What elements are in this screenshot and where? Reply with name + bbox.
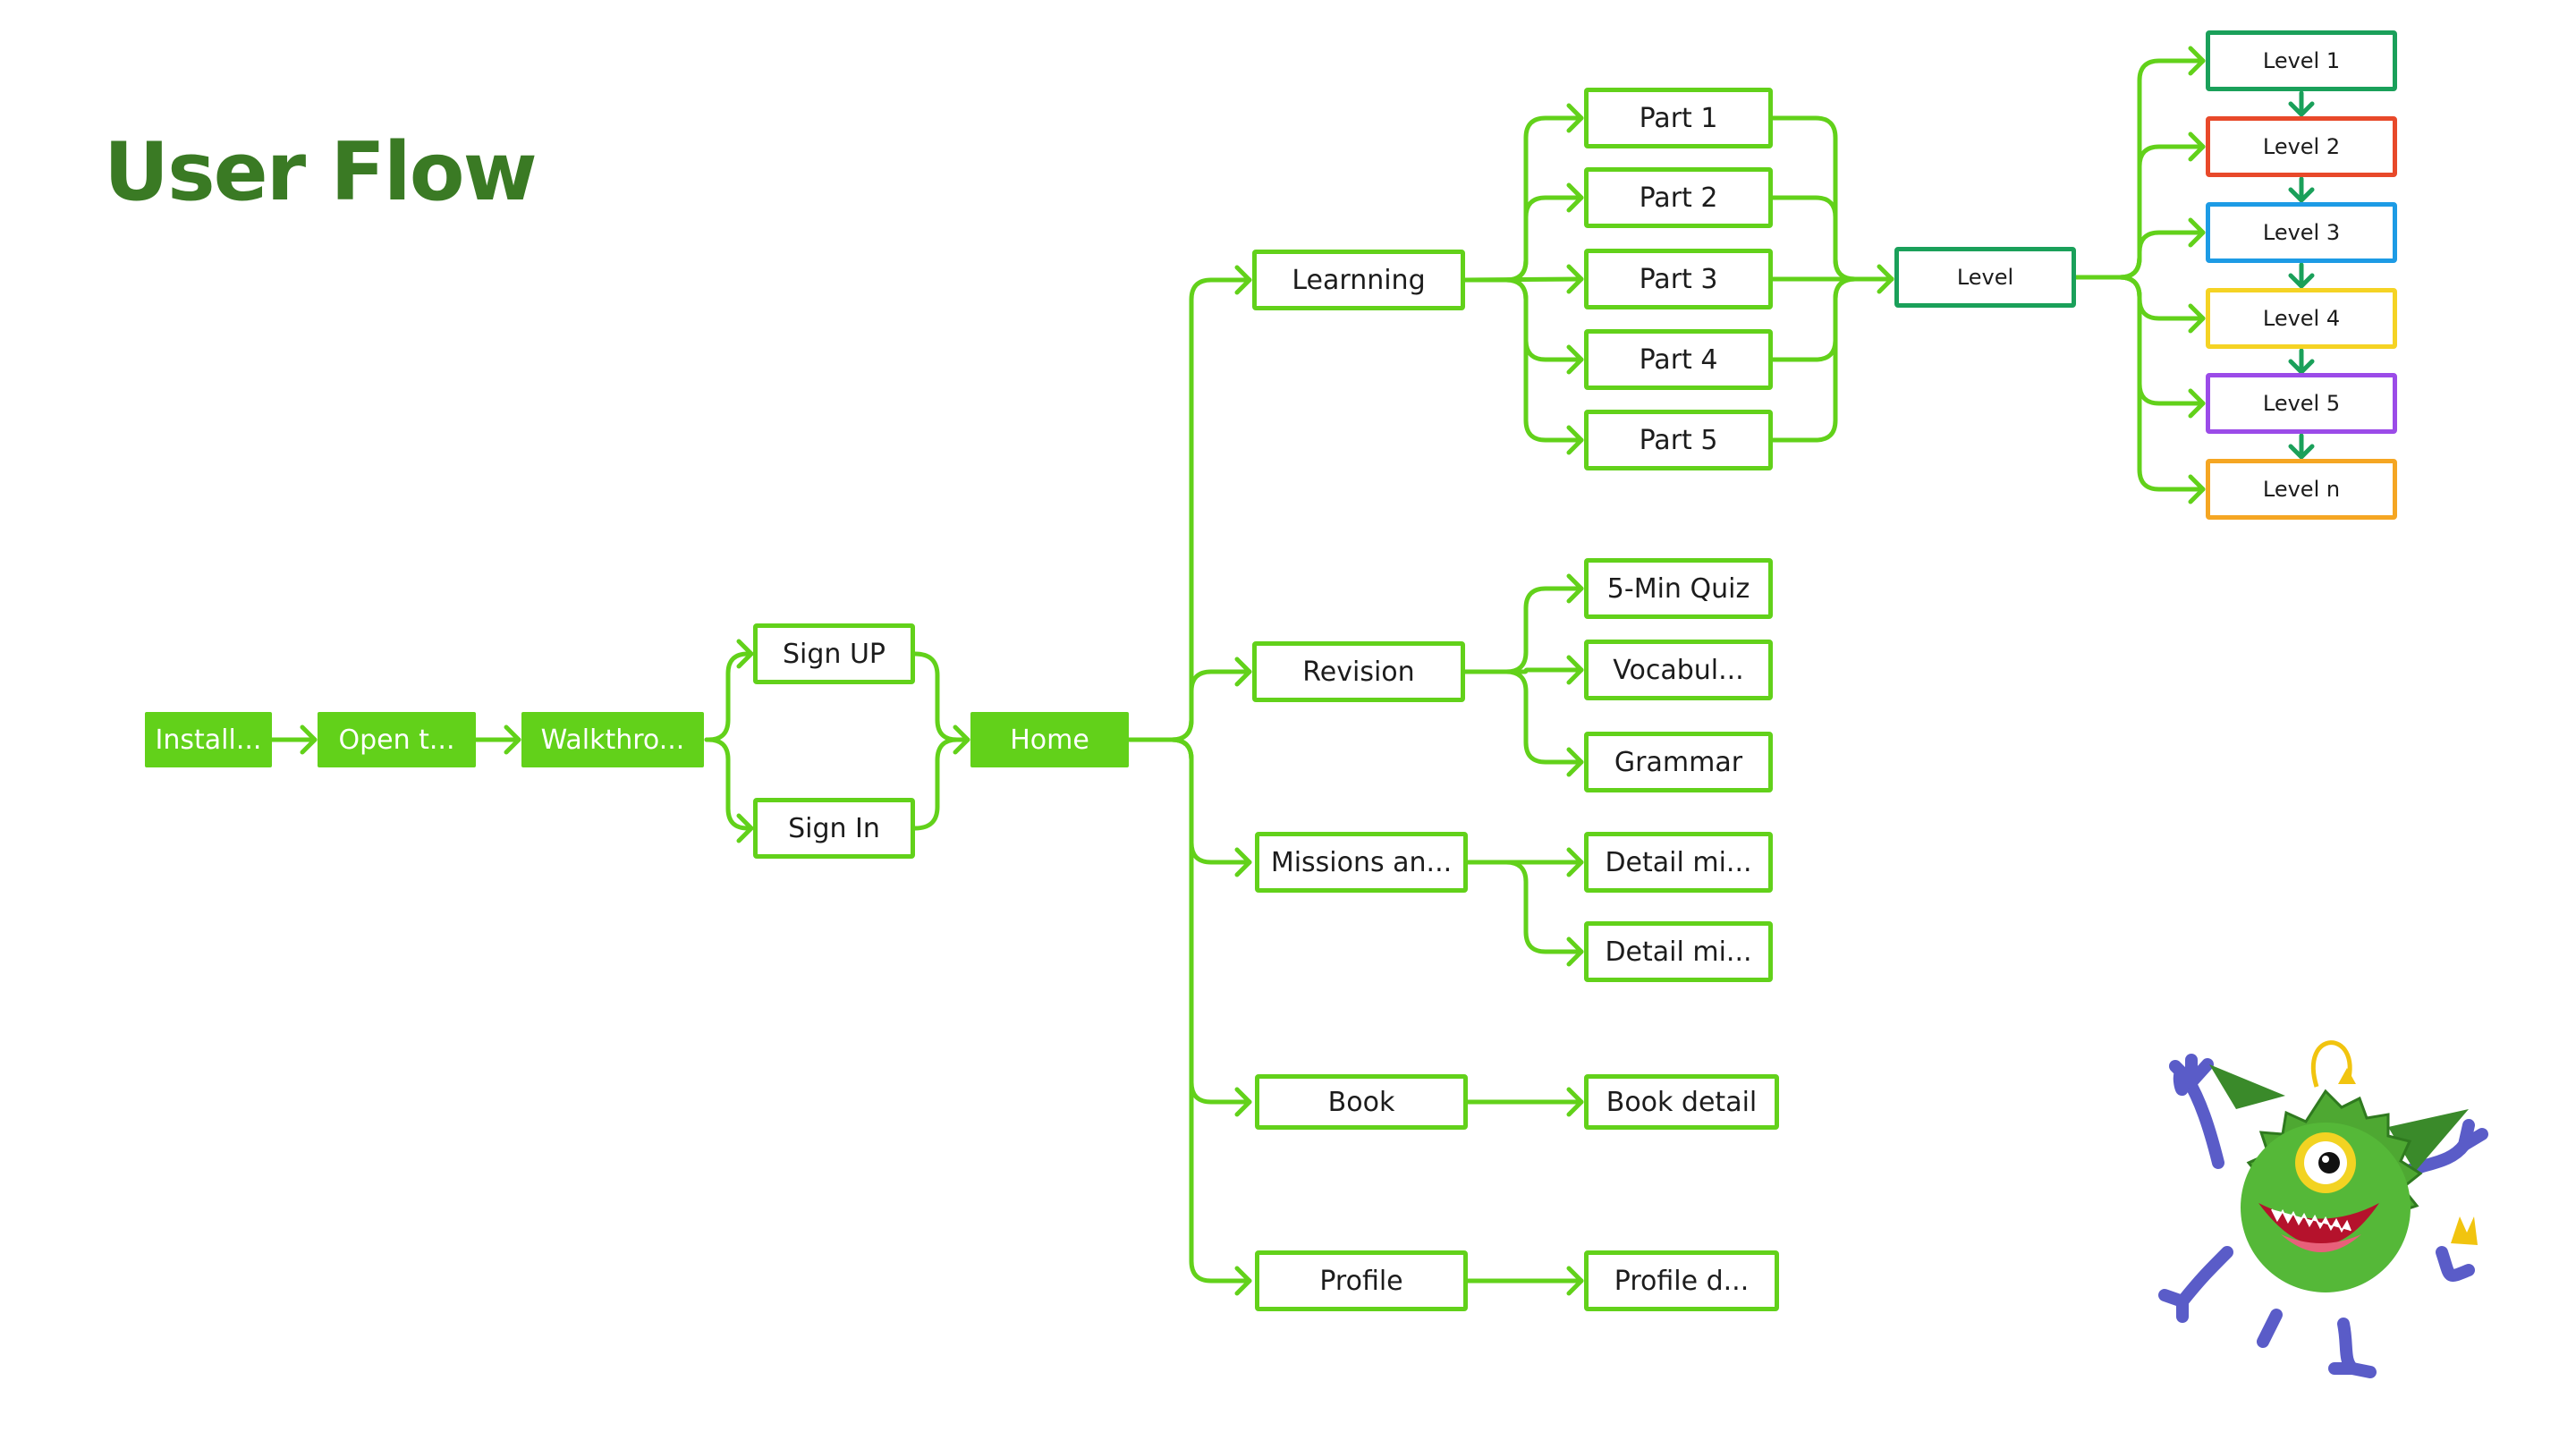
install-node: Install... (145, 712, 272, 767)
arrow-head (1566, 655, 1584, 685)
arrow-head (2188, 46, 2206, 76)
grammar-node: Grammar (1584, 732, 1773, 792)
level-2-node: Level 2 (2206, 116, 2397, 177)
arrow-head (2188, 474, 2206, 504)
mission-detail-node-1: Detail mi... (1584, 832, 1773, 893)
profile-detail-node: Profile d... (1584, 1250, 1779, 1311)
monster-mascot (2158, 1040, 2488, 1378)
book-detail-node: Book detail (1584, 1074, 1779, 1130)
quiz-node: 5-Min Quiz (1584, 558, 1773, 619)
edge-part-level-4 (1770, 276, 1894, 362)
arrow-head (1566, 573, 1584, 604)
part-4-node: Part 4 (1584, 329, 1773, 390)
profile-node: Profile (1255, 1250, 1468, 1311)
arrow-head (2188, 388, 2206, 419)
part-1-node: Part 1 (1584, 88, 1773, 148)
arrow-head (2188, 131, 2206, 162)
arrow-head (504, 724, 521, 755)
sign-up-node: Sign UP (753, 623, 915, 684)
edge-revision-item-2 (1462, 667, 1584, 674)
arrow-head (1566, 182, 1584, 213)
arrow-head (1234, 265, 1252, 295)
arrow-head (1566, 1266, 1584, 1296)
arrow-head (1566, 264, 1584, 294)
edge-revision-item-3 (1462, 669, 1584, 765)
edge-signin-home (912, 737, 960, 831)
arrow-head (1566, 425, 1584, 455)
mission-detail-node-2: Detail mi... (1584, 921, 1773, 982)
level-1-node: Level 1 (2206, 30, 2397, 91)
arrow-head (2288, 359, 2315, 375)
book-node: Book (1255, 1074, 1468, 1130)
revision-node: Revision (1252, 641, 1465, 702)
arrow-head (953, 724, 970, 755)
arrow-head (2188, 217, 2206, 248)
walkthrough-node: Walkthro... (521, 712, 704, 767)
arrow-head (1234, 657, 1252, 687)
edge-revision-item-1 (1462, 586, 1584, 674)
arrow-head (1566, 936, 1584, 967)
edge-mission-detail-2 (1465, 860, 1584, 954)
arrow-head (1566, 344, 1584, 375)
arrow-head (1566, 1087, 1584, 1117)
edge-learning-part-2 (1462, 195, 1584, 283)
edge-signup-home (912, 651, 970, 742)
edge-walkthrough-signin (704, 737, 754, 831)
arrow-head (2288, 101, 2315, 117)
edge-home-profile (1126, 737, 1252, 1284)
arrow-head (2288, 444, 2315, 460)
level-n-node: Level n (2206, 459, 2397, 520)
arrow-head (2288, 187, 2315, 203)
level-5-node: Level 5 (2206, 373, 2397, 434)
arrow-head (736, 813, 754, 843)
learning-node: Learnning (1252, 250, 1465, 310)
sign-in-node: Sign In (753, 798, 915, 859)
arrow-head (2188, 303, 2206, 334)
arrow-head (1566, 103, 1584, 133)
open-app-node: Open t... (318, 712, 476, 767)
arrow-head (1234, 1266, 1252, 1296)
part-5-node: Part 5 (1584, 410, 1773, 470)
edge-part-level-2 (1770, 195, 1894, 282)
edge-level-6 (2073, 275, 2206, 492)
part-2-node: Part 2 (1584, 167, 1773, 228)
missions-node: Missions an... (1255, 832, 1468, 893)
arrow-head (1566, 747, 1584, 777)
part-3-node: Part 3 (1584, 249, 1773, 309)
arrow-head (736, 639, 754, 669)
page-title: User Flow (104, 125, 538, 219)
arrow-head (2288, 273, 2315, 289)
level-hub-node: Level (1894, 247, 2076, 308)
arrow-head (1566, 847, 1584, 877)
arrow-head (1877, 264, 1894, 294)
edge-learning-part-5 (1462, 277, 1584, 443)
arrow-head (1234, 1087, 1252, 1117)
level-3-node: Level 3 (2206, 202, 2397, 263)
arrow-head (300, 724, 318, 755)
edge-part-level-5 (1770, 276, 1894, 443)
level-4-node: Level 4 (2206, 288, 2397, 349)
edge-walkthrough-signup (704, 651, 754, 742)
home-node: Home (970, 712, 1129, 767)
vocabulary-node: Vocabul... (1584, 640, 1773, 700)
arrow-head (1234, 847, 1252, 877)
